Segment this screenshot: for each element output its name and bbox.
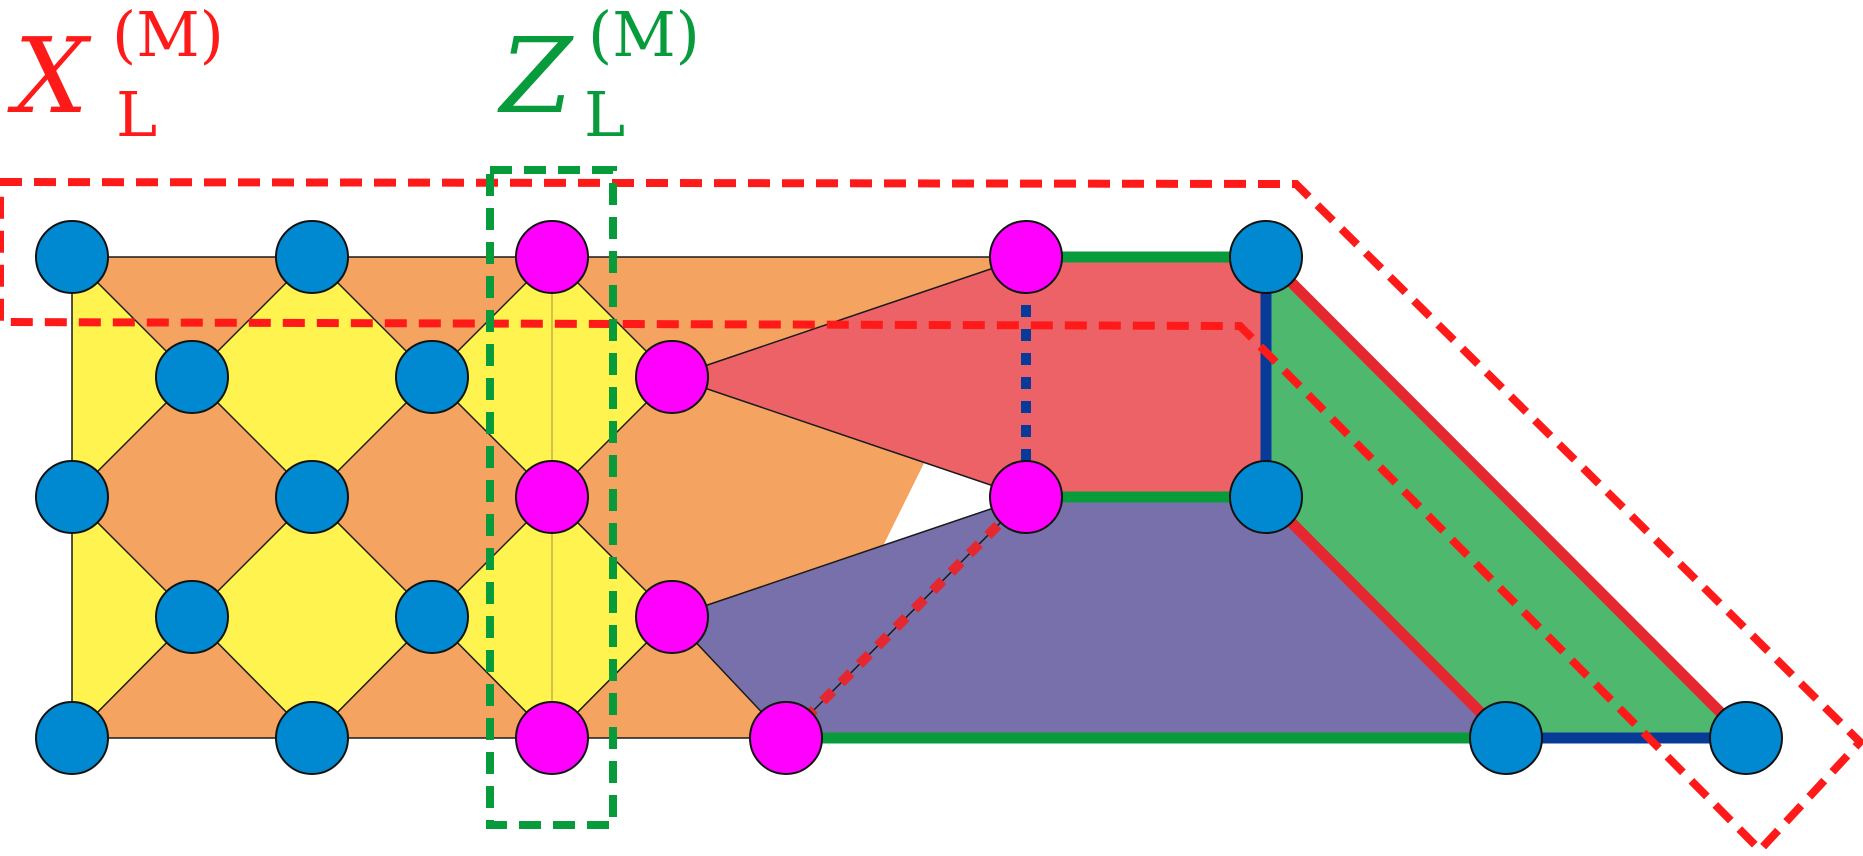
qubit-blue [155, 580, 229, 654]
qubits [35, 220, 1783, 775]
z-logical-label-sup: (M) [588, 0, 700, 71]
boundary-edges [782, 251, 1750, 744]
purple-face [672, 497, 1506, 738]
qubit-blue [35, 460, 109, 534]
x-logical-label-sub: L [116, 78, 157, 151]
qubit-blue [395, 580, 469, 654]
red-dashed-edge [782, 493, 1030, 742]
x-logical-label-main: X [7, 15, 92, 137]
qubit-blue [1229, 460, 1303, 534]
x-logical-outline [0, 177, 1863, 856]
qubit-blue [1229, 220, 1303, 294]
qubit-magenta [515, 220, 589, 294]
qubit-magenta [515, 701, 589, 775]
z-logical-label-sub: L [584, 78, 625, 151]
z-logical-outline [486, 166, 617, 829]
red-edge-inner [1262, 493, 1510, 742]
qubit-blue [35, 220, 109, 294]
qubit-blue [275, 220, 349, 294]
qubit-blue [1709, 701, 1783, 775]
z-logical-label: Z (M) L [497, 0, 700, 151]
qubit-blue [275, 701, 349, 775]
qubit-blue [1469, 701, 1543, 775]
qubit-magenta [989, 460, 1063, 534]
qubit-blue [155, 340, 229, 414]
z-logical-label-main: Z [497, 15, 574, 137]
red-edge-outer [1262, 253, 1750, 742]
qubit-magenta [989, 220, 1063, 294]
qubit-magenta [749, 701, 823, 775]
x-logical-label-sup: (M) [112, 0, 224, 71]
yellow-plaquette-left-top [72, 257, 192, 497]
qubit-magenta [515, 460, 589, 534]
x-logical-label: X (M) L [7, 0, 224, 151]
qubit-blue [35, 701, 109, 775]
qubit-blue [275, 460, 349, 534]
logical-operators [0, 166, 1863, 856]
red-face [672, 257, 1266, 497]
qubit-magenta [635, 340, 709, 414]
qubit-blue [395, 340, 469, 414]
yellow-plaquette-left-bottom [72, 497, 192, 738]
qubit-magenta [635, 580, 709, 654]
